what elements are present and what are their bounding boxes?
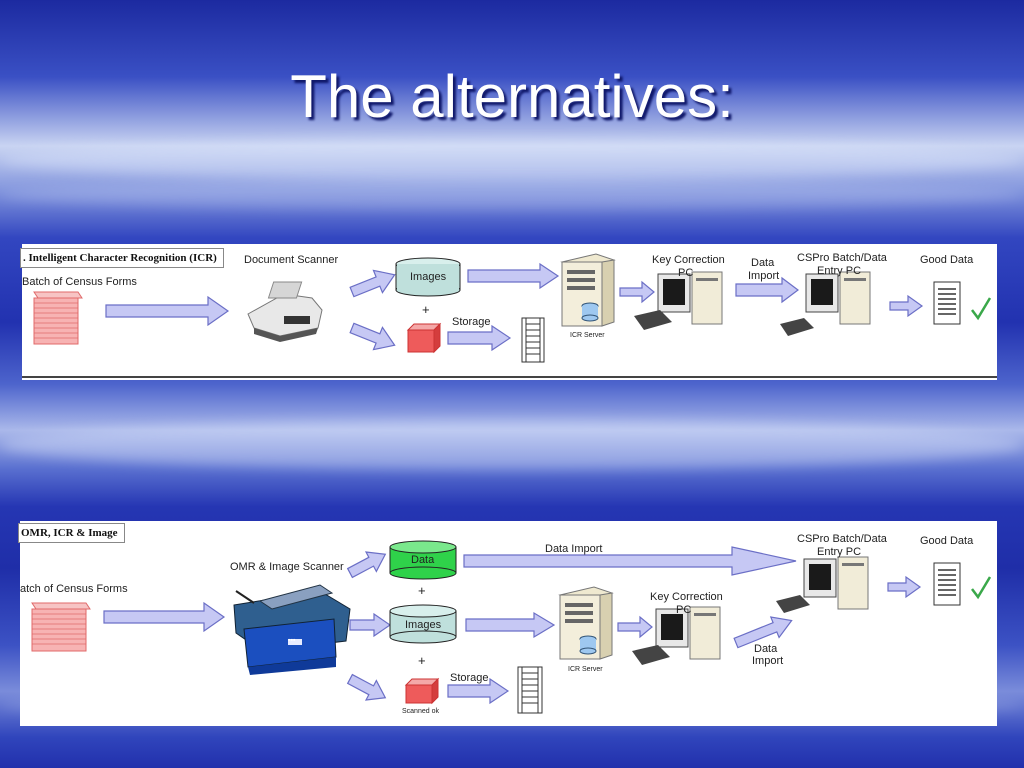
key-correction-pc-icon (634, 271, 723, 330)
arrow-to-omr-scanner (103, 601, 226, 633)
arrow-to-storage (447, 324, 512, 352)
cspro-pc-icon (776, 556, 869, 613)
background-streak (0, 180, 1024, 210)
scanned-forms-box-icon (406, 322, 442, 354)
plus-sign: + (418, 583, 426, 598)
data-import-label: Data (754, 643, 778, 655)
good-data-label: Good Data (920, 535, 974, 547)
images-label: Images (410, 271, 447, 283)
scanned-ok-label: Scanned ok (402, 708, 439, 715)
cspro-pc-label-line2: Entry PC (817, 265, 862, 277)
arrow-to-cspro-pc (735, 276, 799, 304)
document-scanner-icon (247, 281, 323, 342)
storage-label: Storage (450, 672, 489, 684)
icr-server-label: ICR Server (570, 332, 605, 339)
data-label: Data (411, 554, 435, 566)
slide-title: The alternatives: (290, 63, 734, 130)
data-import-label: Data (751, 257, 775, 269)
plus-sign: + (422, 302, 430, 317)
arrow-images-to-icr-server (467, 262, 560, 290)
arrow-to-scanner (105, 295, 230, 327)
background-streak (0, 420, 1024, 470)
checkmark-icon (971, 297, 992, 321)
icr-workflow-panel: . Intelligent Character Recognition (ICR… (20, 244, 997, 380)
images-database-icon (395, 257, 461, 297)
arrow-scanner-to-data (346, 551, 387, 579)
key-correction-pc-label: PC (678, 267, 694, 279)
icr-workflow-graphics (22, 253, 997, 378)
scanner-badge: ▪▪▪ (288, 637, 296, 644)
icr-server-icon (560, 253, 616, 327)
icr-server-icon (558, 586, 614, 660)
cspro-pc-label: CSPro Batch/Data (797, 252, 887, 264)
arrow-scanner-to-scanned (346, 673, 387, 701)
good-data-document-icon (933, 562, 961, 606)
arrow-data-import-to-cspro (463, 546, 797, 576)
icr-section-label: . Intelligent Character Recognition (ICR… (20, 248, 224, 268)
omr-image-scanner-icon (233, 584, 351, 675)
scanned-forms-box-icon (404, 677, 440, 705)
arrow-icr-to-key-correction (619, 280, 655, 304)
cspro-pc-label: CSPro Batch/Data (797, 533, 887, 545)
data-import-label-line2: Import (748, 270, 780, 282)
arrow-scanner-to-storage (346, 316, 400, 357)
data-database-icon (389, 540, 457, 580)
arrow-key-correction-to-cspro (733, 616, 793, 649)
omr-workflow-graphics (31, 540, 992, 714)
census-forms-stack-icon (33, 291, 83, 345)
cspro-pc-icon (780, 271, 871, 336)
background-streak (0, 140, 1024, 180)
data-import-label-line2: Import (752, 655, 784, 667)
omr-section-label: OMR, ICR & Image (18, 523, 125, 543)
images-database-icon (389, 604, 457, 644)
storage-film-strip-icon (521, 317, 545, 363)
arrow-images-to-icr-server (465, 611, 556, 639)
good-data-label: Good Data (920, 254, 974, 266)
arrow-to-storage (447, 677, 510, 705)
cspro-pc-label-line2: Entry PC (817, 546, 862, 558)
census-forms-stack-icon (31, 602, 91, 652)
icr-server-label: ICR Server (568, 666, 603, 673)
key-correction-label: Key Correction (652, 254, 725, 266)
arrow-scanner-to-images (346, 263, 400, 304)
omr-workflow-panel: OMR, ICR & Image atch of Census Forms OM… (18, 521, 997, 726)
omr-scanner-label: OMR & Image Scanner (230, 561, 344, 573)
arrow-to-good-data (887, 575, 922, 599)
batch-of-census-forms-label: atch of Census Forms (20, 583, 128, 595)
key-correction-label: Key Correction (650, 591, 723, 603)
data-import-arrow-label: Data Import (545, 543, 603, 555)
document-scanner-label: Document Scanner (244, 254, 339, 266)
arrow-icr-to-key-correction (617, 615, 653, 639)
plus-sign: + (418, 653, 426, 668)
checkmark-icon (971, 576, 992, 600)
key-correction-pc-icon (632, 606, 721, 665)
storage-label: Storage (452, 316, 491, 328)
good-data-document-icon (933, 281, 961, 325)
images-label: Images (405, 619, 442, 631)
arrow-scanner-to-images (349, 612, 392, 638)
key-correction-pc-label: PC (676, 604, 692, 616)
batch-of-census-forms-label: Batch of Census Forms (22, 276, 137, 288)
storage-film-strip-icon (517, 666, 543, 714)
arrow-to-good-data (889, 294, 924, 318)
